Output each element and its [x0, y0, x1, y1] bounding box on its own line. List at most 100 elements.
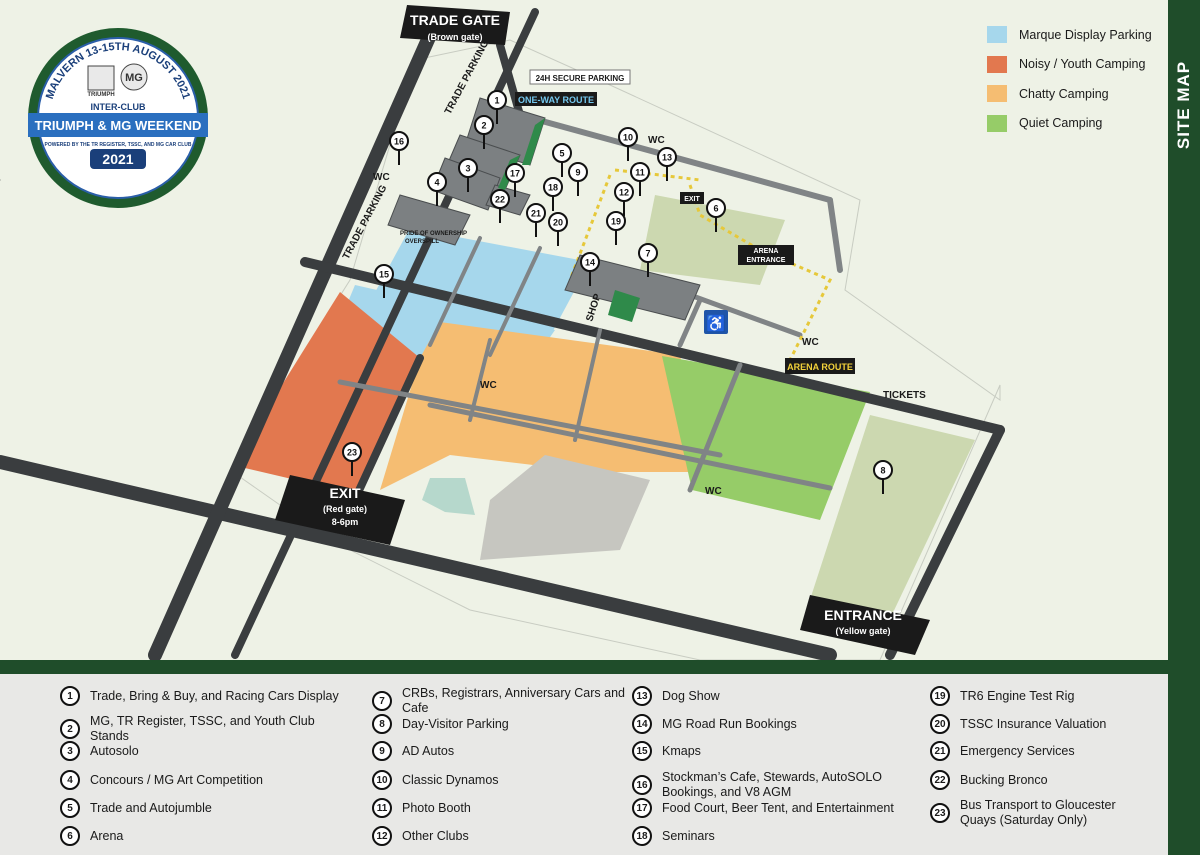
entrance-sub: (Yellow gate): [835, 626, 890, 636]
map-pin[interactable]: 7: [638, 243, 658, 277]
key-text: Stockman’s Cafe, Stewards, AutoSOLO Book…: [662, 770, 883, 799]
map-pin[interactable]: 8: [873, 460, 893, 494]
legend-swatch: [987, 114, 1007, 132]
pin-number: 3: [465, 164, 470, 174]
badge-ribbon: [28, 113, 208, 137]
map-pin[interactable]: 2: [474, 115, 494, 149]
key-item: 9 AD Autos: [372, 741, 652, 761]
map-pin[interactable]: 14: [580, 252, 600, 286]
map-pin[interactable]: 22: [490, 189, 510, 223]
one-way-label: ONE-WAY ROUTE: [518, 95, 594, 105]
pin-circle: [505, 163, 525, 183]
map-pin[interactable]: 3: [458, 158, 478, 192]
key-text: Photo Booth: [402, 800, 471, 815]
wc-label-4: WC: [480, 380, 497, 391]
pin-circle: [657, 147, 677, 167]
pin-circle: [873, 460, 893, 480]
map-pin[interactable]: 11: [630, 162, 650, 196]
map-pin[interactable]: 12: [614, 182, 634, 216]
trade-gate-label: TRADE GATE: [410, 12, 500, 28]
pin-circle: [342, 442, 362, 462]
map-pin[interactable]: 17: [505, 163, 525, 197]
map-pin[interactable]: 19: [606, 211, 626, 245]
map-pin[interactable]: 4: [427, 172, 447, 206]
key-text: Trade, Bring & Buy, and Racing Cars Disp…: [90, 688, 339, 703]
key-text: Other Clubs: [402, 828, 469, 843]
badge-subtitle: INTER-CLUB: [91, 102, 146, 112]
key-item: 16 Stockman’s Cafe, Stewards, AutoSOLO Bo…: [632, 770, 912, 800]
key-text: Autosolo: [90, 743, 139, 758]
key-number: 14: [632, 714, 652, 734]
pin-number: 18: [548, 183, 558, 193]
key-divider: [0, 660, 1168, 674]
arena-route-sign: ARENA ROUTE: [785, 358, 855, 374]
key-text: Food Court, Beer Tent, and Entertainment: [662, 800, 894, 815]
svg-text:♿: ♿: [706, 314, 726, 333]
pin-circle: [638, 243, 658, 263]
key-number: 22: [930, 770, 950, 790]
pride-overspill-label-1: PRIDE OF OWNERSHIP: [400, 231, 467, 237]
map-pin[interactable]: 18: [543, 177, 563, 211]
small-exit-label: EXIT: [684, 196, 700, 203]
key-number: 7: [372, 691, 392, 711]
site-map-label: SITE MAP: [1168, 0, 1200, 210]
map-pin[interactable]: 20: [548, 212, 568, 246]
key-item: 10 Classic Dynamos: [372, 770, 652, 790]
pin-number: 20: [553, 218, 563, 228]
key-text: MG, TR Register, TSSC, and Youth Club St…: [90, 714, 315, 743]
key-number: 10: [372, 770, 392, 790]
legend-item: Quiet Camping: [987, 109, 1152, 139]
pin-number: 8: [880, 466, 885, 476]
accessible-parking-icon: ♿: [704, 310, 728, 334]
arena-entrance-sign: ARENA ENTRANCE: [738, 245, 794, 265]
pin-number: 5: [559, 149, 564, 159]
pin-circle: [458, 158, 478, 178]
key-text: Emergency Services: [960, 743, 1075, 758]
map-pin[interactable]: 6: [706, 198, 726, 232]
pride-overspill-label-2: OVERSPILL: [405, 239, 439, 245]
map-pin[interactable]: 1: [487, 90, 507, 124]
legend-item: Chatty Camping: [987, 79, 1152, 109]
key-number: 12: [372, 826, 392, 846]
event-badge: MALVERN 13-15TH AUGUST 2021 TRIUMPH MG I…: [28, 28, 208, 208]
pin-number: 13: [662, 153, 672, 163]
map-pin[interactable]: 15: [374, 264, 394, 298]
pin-number: 21: [531, 209, 541, 219]
pin-number: 22: [495, 195, 505, 205]
map-pin[interactable]: 9: [568, 162, 588, 196]
legend-swatch: [987, 85, 1007, 103]
key-number: 15: [632, 741, 652, 761]
pin-number: 2: [481, 121, 486, 131]
key-text: Day-Visitor Parking: [402, 716, 509, 731]
key-text: AD Autos: [402, 743, 455, 758]
key-text: Classic Dynamos: [402, 772, 499, 787]
triumph-logo: [87, 65, 115, 91]
map-pin[interactable]: 23: [342, 442, 362, 476]
key-number: 3: [60, 741, 80, 761]
map-pin[interactable]: 13: [657, 147, 677, 181]
pin-number: 10: [623, 133, 633, 143]
key-number: 17: [632, 798, 652, 818]
pin-circle: [618, 127, 638, 147]
badge-year: 2021: [102, 151, 133, 167]
key-text: TR6 Engine Test Rig: [960, 688, 1075, 703]
map-pin[interactable]: 5: [552, 143, 572, 177]
one-way-sign: ONE-WAY ROUTE: [515, 92, 597, 106]
map-pin[interactable]: 16: [389, 131, 409, 165]
key-text: Bucking Bronco: [960, 772, 1048, 787]
pin-circle: [614, 182, 634, 202]
key-number: 9: [372, 741, 392, 761]
key-number: 16: [632, 775, 652, 795]
map-pin[interactable]: 10: [618, 127, 638, 161]
key-item: 17 Food Court, Beer Tent, and Entertainme…: [632, 798, 912, 818]
map-pin[interactable]: 21: [526, 203, 546, 237]
